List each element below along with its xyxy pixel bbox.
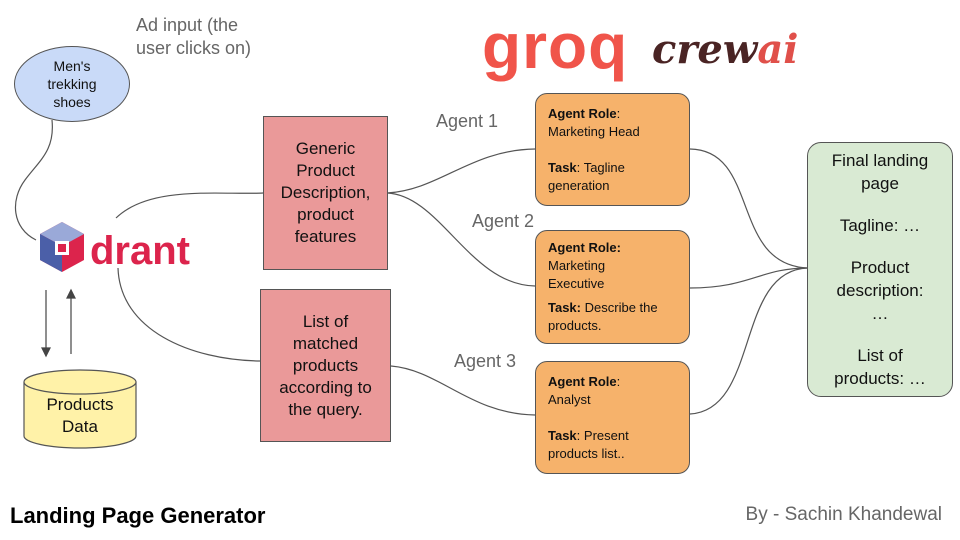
- crewai-logo: crewai: [652, 26, 799, 73]
- agent-2-label: Agent 2: [472, 211, 535, 231]
- agent-1-box: Agent Role: Marketing Head Task: Tagline…: [535, 93, 690, 206]
- ad-input-label: Ad input (the user clicks on): [136, 15, 252, 58]
- connector-agent1-final: [689, 148, 809, 269]
- arrow-head-down: [41, 347, 51, 358]
- bubble-tail-connector: [14, 119, 53, 241]
- connector-agent3-final: [689, 267, 809, 415]
- ad-input-bubble: Men's trekking shoes: [14, 46, 130, 122]
- database-cylinder: [23, 369, 137, 449]
- agent-1-label: Agent 1: [436, 111, 499, 131]
- diagram-title: Landing Page Generator: [10, 503, 266, 528]
- agent-2-box: Agent Role: Marketing Executive Task: De…: [535, 230, 690, 344]
- connector-generic-agent2: [386, 192, 536, 287]
- connector-qdrant-generic: [115, 192, 264, 219]
- connector-generic-agent1: [386, 148, 536, 194]
- groq-logo: groq: [482, 10, 629, 82]
- connector-matched-agent3: [390, 365, 536, 416]
- author-credit: By - Sachin Khandewal: [745, 504, 942, 525]
- arrow-head-up: [66, 288, 76, 299]
- products-database: Products Data: [46, 395, 114, 436]
- connector-agent2-final: [689, 267, 809, 289]
- qdrant-logo-text: drant: [90, 229, 190, 273]
- matched-products-box: List of matched products according to th…: [260, 289, 391, 442]
- generic-description-box: Generic Product Description, product fea…: [263, 116, 388, 270]
- agent-3-label: Agent 3: [454, 351, 517, 371]
- connector-qdrant-matched: [117, 267, 261, 362]
- qdrant-logo-icon: [40, 222, 84, 272]
- agent-3-box: Agent Role: Analyst Task: Present produc…: [535, 361, 690, 474]
- final-landing-page-box: Final landing page Tagline: … Product de…: [807, 142, 953, 397]
